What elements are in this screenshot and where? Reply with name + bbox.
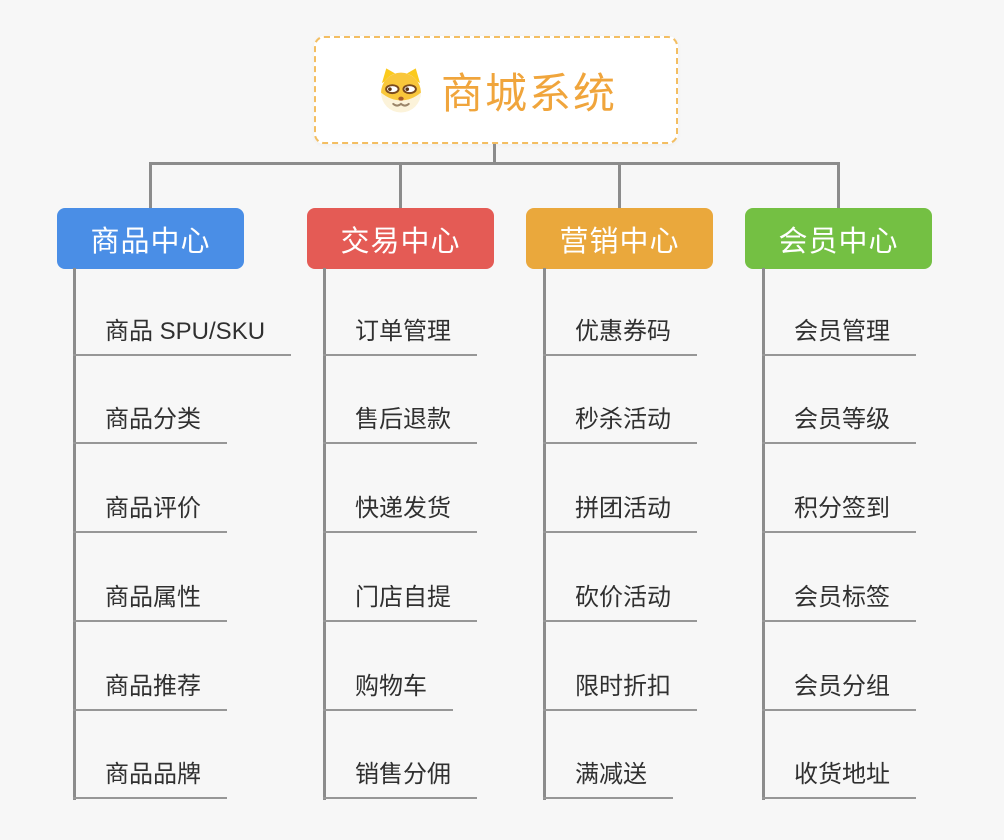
- leaf-node[interactable]: 收货地址: [762, 758, 916, 799]
- leaf-node[interactable]: 订单管理: [323, 315, 477, 356]
- branch-column-marketing: 优惠券码 秒杀活动 拼团活动 砍价活动 限时折扣 满减送: [543, 268, 783, 804]
- leaf-node[interactable]: 秒杀活动: [543, 403, 697, 444]
- connector-root-stub: [493, 144, 496, 163]
- leaf-node[interactable]: 商品属性: [73, 581, 227, 622]
- branch-column-product: 商品 SPU/SKU 商品分类 商品评价 商品属性 商品推荐 商品品牌: [73, 268, 313, 804]
- leaf-node[interactable]: 门店自提: [323, 581, 477, 622]
- connector-stub-trade: [399, 162, 402, 209]
- connector-stub-member: [837, 162, 840, 209]
- leaf-node[interactable]: 砍价活动: [543, 581, 697, 622]
- branch-node-trade-center[interactable]: 交易中心: [307, 208, 494, 269]
- leaf-node[interactable]: 快递发货: [323, 492, 477, 533]
- leaf-node[interactable]: 拼团活动: [543, 492, 697, 533]
- leaf-node[interactable]: 销售分佣: [323, 758, 477, 799]
- connector-stub-product: [149, 162, 152, 209]
- leaf-node[interactable]: 会员等级: [762, 403, 916, 444]
- connector-bus: [149, 162, 840, 165]
- branch-node-member-center[interactable]: 会员中心: [745, 208, 932, 269]
- leaf-node[interactable]: 限时折扣: [543, 670, 697, 711]
- branch-column-trade: 订单管理 售后退款 快递发货 门店自提 购物车 销售分佣: [323, 268, 563, 804]
- root-node-mall-system[interactable]: 商城系统: [314, 36, 678, 144]
- leaf-node[interactable]: 满减送: [543, 758, 673, 799]
- leaf-node[interactable]: 会员分组: [762, 670, 916, 711]
- leaf-node[interactable]: 会员管理: [762, 315, 916, 356]
- branch-node-product-center[interactable]: 商品中心: [57, 208, 244, 269]
- leaf-node[interactable]: 商品分类: [73, 403, 227, 444]
- leaf-node[interactable]: 会员标签: [762, 581, 916, 622]
- leaf-node[interactable]: 积分签到: [762, 492, 916, 533]
- connector-stub-marketing: [618, 162, 621, 209]
- leaf-node[interactable]: 商品品牌: [73, 758, 227, 799]
- leaf-node[interactable]: 商品评价: [73, 492, 227, 533]
- root-title: 商城系统: [440, 69, 617, 117]
- leaf-node[interactable]: 售后退款: [323, 403, 477, 444]
- branch-column-member: 会员管理 会员等级 积分签到 会员标签 会员分组 收货地址: [762, 268, 1002, 804]
- leaf-node[interactable]: 优惠券码: [543, 315, 697, 356]
- branch-node-marketing-center[interactable]: 营销中心: [526, 208, 713, 269]
- leaf-node[interactable]: 商品推荐: [73, 670, 227, 711]
- shiba-dog-icon: [381, 68, 421, 113]
- leaf-node[interactable]: 商品 SPU/SKU: [73, 315, 292, 356]
- leaf-node[interactable]: 购物车: [323, 670, 453, 711]
